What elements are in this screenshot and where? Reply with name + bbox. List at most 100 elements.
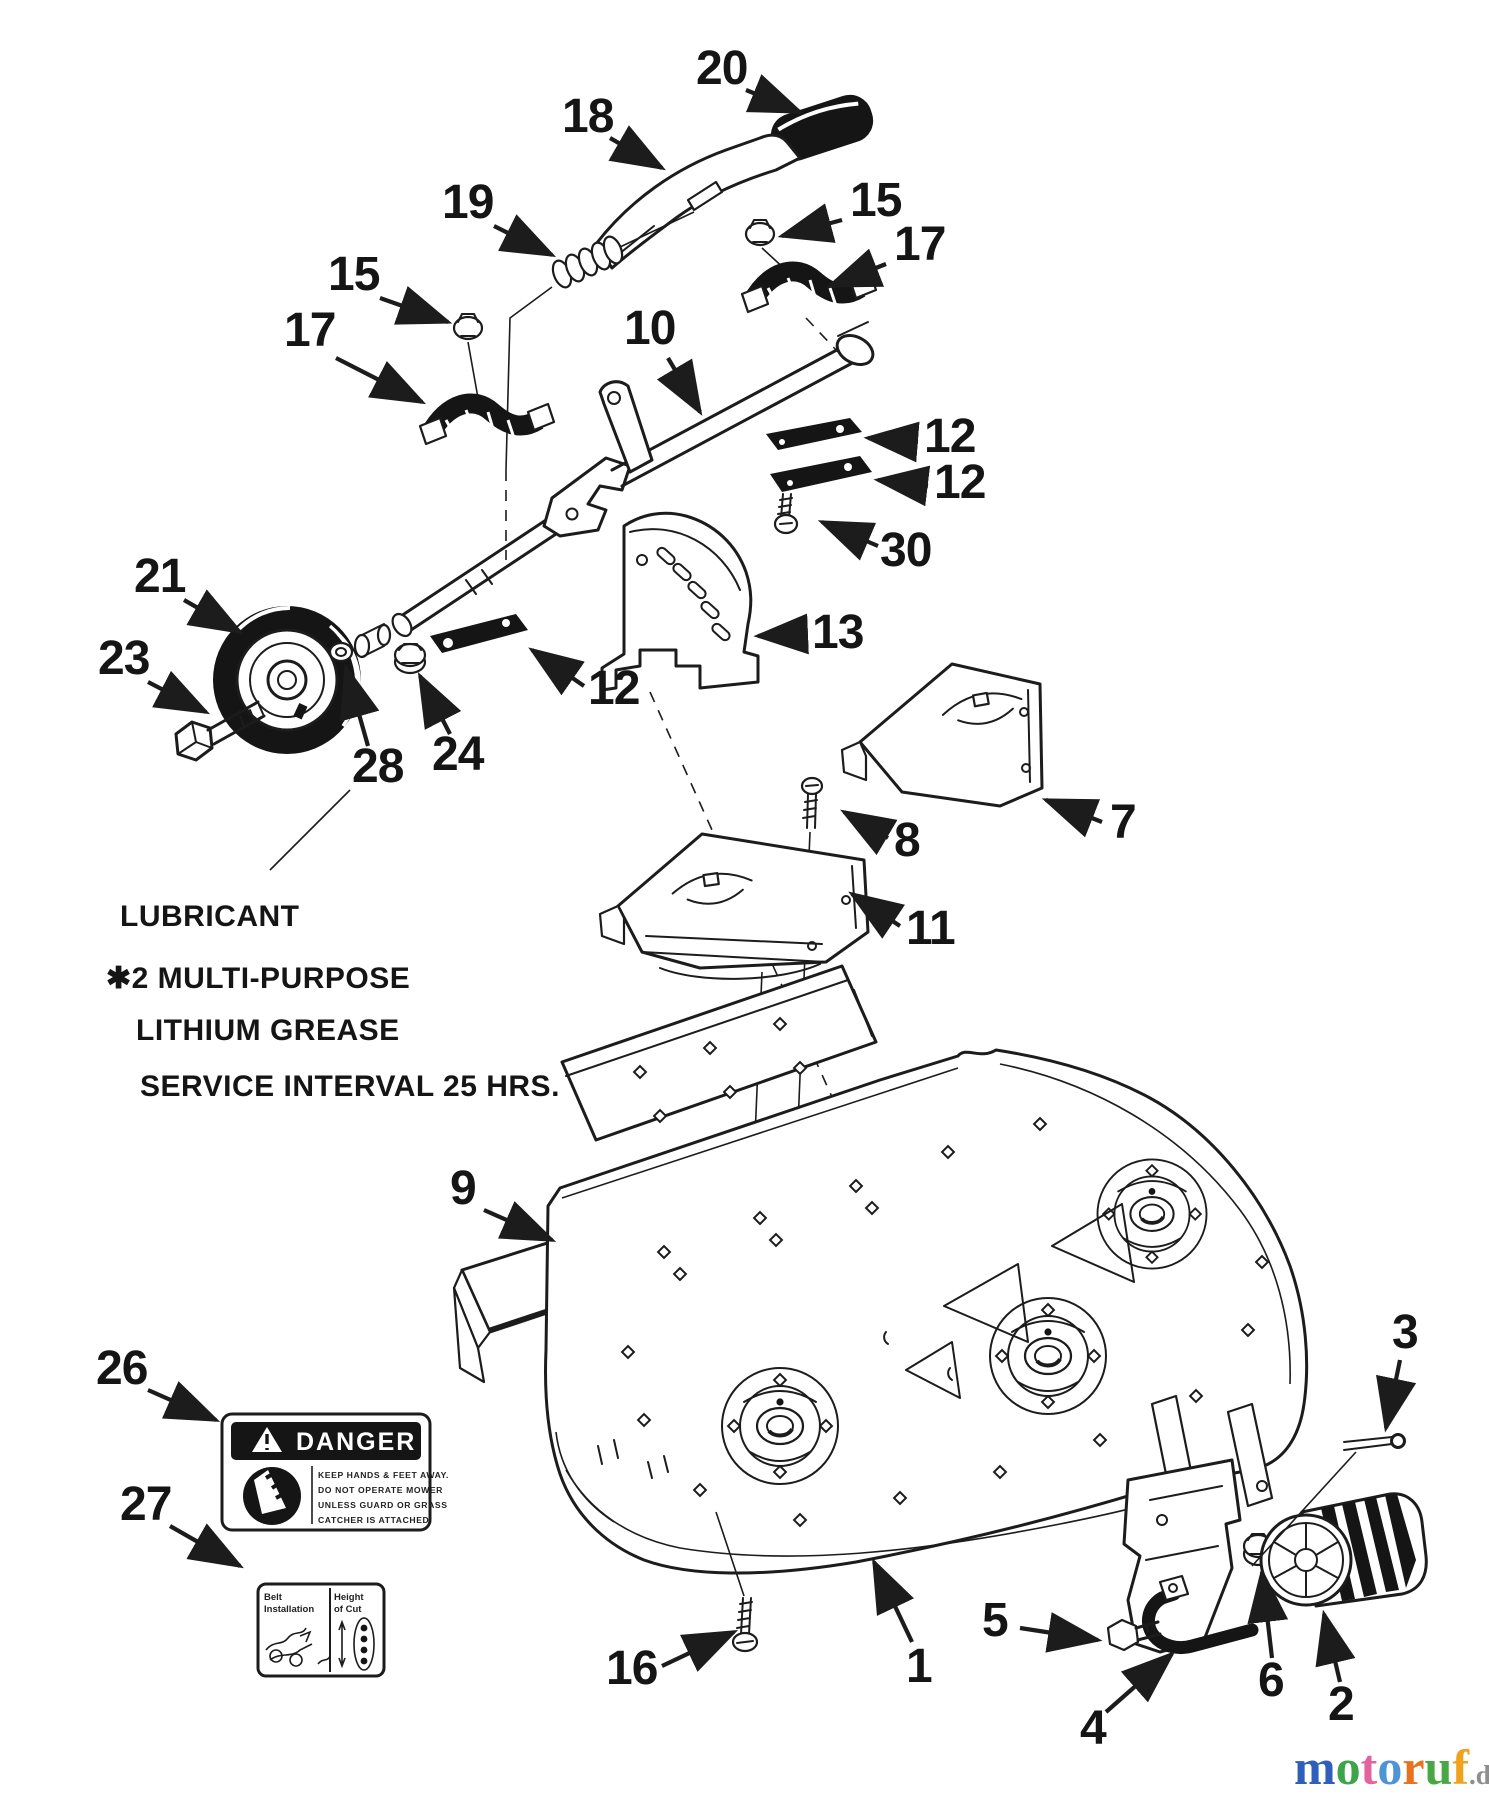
leader-arrow	[863, 421, 920, 463]
callout-3: 3	[1376, 1306, 1419, 1433]
callout-24-number: 24	[432, 728, 485, 781]
callout-26-number: 26	[96, 1342, 147, 1395]
leader-arrow	[1019, 1612, 1103, 1653]
leader-arrow	[1315, 1609, 1356, 1683]
callout-17-number: 17	[284, 304, 335, 357]
callout-11: 11	[848, 891, 956, 955]
leader-arrow	[1041, 798, 1103, 838]
callout-2: 2	[1315, 1609, 1356, 1731]
callout-17-left: 17	[284, 304, 427, 405]
callout-5: 5	[982, 1594, 1103, 1653]
roller-bracket	[1122, 1458, 1242, 1654]
callout-2-number: 2	[1328, 1678, 1354, 1731]
belt-cover-right	[840, 662, 1044, 808]
callout-20: 20	[696, 42, 805, 114]
callout-6: 6	[1247, 1567, 1289, 1707]
callout-5-number: 5	[982, 1594, 1008, 1647]
callout-12-front: 12	[528, 647, 640, 715]
leader-arrow	[1247, 1567, 1289, 1659]
callout-1: 1	[872, 1557, 933, 1693]
leader-arrow	[848, 891, 906, 939]
callout-3-number: 3	[1392, 1306, 1418, 1359]
callout-1-number: 1	[906, 1640, 932, 1693]
compression-spring	[505, 211, 695, 560]
callout-13-number: 13	[812, 606, 863, 659]
leader-arrow	[493, 214, 557, 258]
leader-arrow	[840, 809, 898, 856]
callout-6-number: 6	[1258, 1654, 1284, 1707]
lubricant-note-line3: LITHIUM GREASE	[136, 1014, 400, 1047]
callout-21-number: 21	[134, 550, 186, 603]
danger-title: DANGER	[296, 1428, 416, 1456]
leader-arrow	[1104, 1650, 1176, 1714]
callout-12-middle: 12	[873, 456, 986, 509]
leader-arrow	[528, 647, 586, 696]
callout-7-number: 7	[1110, 796, 1136, 849]
callout-30-number: 30	[880, 524, 931, 577]
belt-cover-center	[598, 832, 870, 1303]
callout-9: 9	[450, 1162, 557, 1242]
callout-13: 13	[753, 606, 864, 659]
callout-28-number: 28	[352, 740, 404, 793]
callout-27-number: 27	[120, 1478, 171, 1531]
callout-8: 8	[840, 809, 921, 867]
spacer-plate-upper	[766, 418, 862, 450]
instruction-decal: Belt Installation Height of Cut	[256, 1582, 386, 1678]
watermark-suffix: .de	[1469, 1760, 1489, 1790]
callout-4: 4	[1080, 1650, 1176, 1755]
leader-arrow	[1376, 1359, 1417, 1433]
flange-nut-left	[452, 313, 484, 399]
callout-24: 24	[417, 671, 486, 781]
watermark: motoruf.de	[1294, 1739, 1489, 1795]
callout-18: 18	[562, 90, 666, 171]
callout-16: 16	[606, 1630, 739, 1695]
callout-4-number: 4	[1080, 1702, 1107, 1755]
danger-line3: UNLESS GUARD OR GRASS	[318, 1500, 448, 1510]
mower-deck-shell	[544, 1048, 1309, 1575]
callout-15-number: 15	[850, 174, 902, 227]
spindle-spacer	[353, 623, 392, 659]
leader-arrow	[147, 1381, 221, 1422]
danger-line2: DO NOT OPERATE MOWER	[318, 1485, 443, 1495]
callout-12-number: 12	[934, 456, 985, 509]
leader-arrow	[483, 1201, 557, 1242]
lubricant-note-line2: ✱2 MULTI-PURPOSE	[106, 962, 410, 995]
danger-decal: DANGER KEEP HANDS & FEET AWAY. DO NOT OP…	[220, 1412, 448, 1532]
danger-line4: CATCHER IS ATTACHED.	[318, 1515, 432, 1525]
callout-20-number: 20	[696, 42, 747, 95]
instruction-right-line1: Height	[334, 1592, 364, 1603]
leader-arrow	[339, 663, 380, 747]
leader-arrow	[182, 589, 244, 635]
callout-12-number: 12	[588, 662, 639, 715]
leader-arrow	[817, 520, 879, 561]
carriage-bolt	[1106, 1618, 1162, 1652]
support-link	[598, 380, 654, 474]
lubricant-note-line1: LUBRICANT	[120, 900, 299, 933]
lubricant-note-line4: SERVICE INTERVAL 25 HRS.	[140, 1070, 560, 1103]
deck-screw	[715, 1511, 759, 1653]
callout-11-number: 11	[906, 902, 955, 955]
callout-7: 7	[1041, 796, 1137, 849]
instruction-left-line2: Installation	[264, 1604, 314, 1615]
leader-arrow	[873, 465, 931, 507]
leader-arrow	[335, 356, 427, 405]
leader-arrow	[417, 671, 462, 735]
handle-lever	[594, 133, 802, 270]
leader-arrow	[608, 125, 666, 171]
washer	[328, 641, 354, 663]
callout-8-number: 8	[894, 814, 920, 867]
callout-12-upper: 12	[863, 410, 976, 463]
callout-19-number: 19	[442, 176, 493, 229]
leader-arrow	[745, 74, 805, 114]
axle-bolt	[174, 700, 266, 762]
height-sector-plate	[600, 511, 760, 692]
callout-28: 28	[339, 663, 405, 793]
callout-17-right: 17	[825, 218, 946, 288]
callout-23-number: 23	[98, 632, 149, 685]
callout-30: 30	[817, 520, 932, 577]
instruction-right-line2: of Cut	[334, 1604, 362, 1615]
flange-nut-24	[393, 642, 427, 675]
callout-15-right: 15	[777, 174, 903, 243]
leader-arrow	[753, 613, 809, 655]
